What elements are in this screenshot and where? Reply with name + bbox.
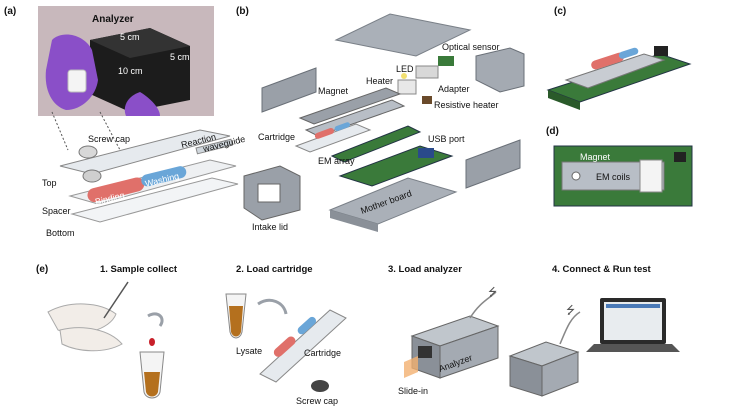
load-analyzer-illustration: ⭍	[404, 286, 500, 379]
layer-top	[59, 129, 231, 175]
label-intake-lid: Intake lid	[252, 222, 288, 232]
laptop-base	[586, 344, 680, 352]
usb-cable-3	[469, 291, 497, 319]
step-2-title: 2. Load cartridge	[236, 264, 313, 275]
optical-sensor	[438, 56, 454, 66]
arrow-2	[257, 298, 288, 315]
label-heater: Heater	[366, 76, 393, 86]
analyzer-title: Analyzer	[92, 14, 134, 25]
panel-label-c: (c)	[554, 6, 566, 17]
screw-cap-e	[311, 380, 329, 392]
analyzer-photo	[38, 6, 214, 116]
arrow-1	[147, 312, 164, 327]
assembled-sensor	[654, 46, 668, 56]
label-screw-cap-a: Screw cap	[88, 134, 130, 144]
exploded-analyzer	[243, 13, 525, 232]
label-magnet-b: Magnet	[318, 86, 349, 96]
dim-top: 5 cm	[120, 32, 140, 42]
label-optical-sensor: Optical sensor	[442, 42, 500, 52]
binding-chamber	[87, 177, 145, 203]
resistive-heater	[422, 96, 432, 104]
label-led: LED	[396, 64, 414, 74]
label-spacer: Spacer	[42, 206, 71, 216]
panel-label-a: (a)	[4, 6, 16, 17]
label-em-array: EM array	[318, 156, 355, 166]
dim-side: 5 cm	[170, 52, 190, 62]
panel-label-e: (e)	[36, 264, 48, 275]
label-top: Top	[42, 178, 57, 188]
label-screw-cap-e: Screw cap	[296, 396, 338, 406]
label-cartridge-e: Cartridge	[304, 348, 341, 358]
em-coil-board	[553, 145, 693, 207]
cartridge-exploded	[59, 129, 239, 223]
slide-in-arrow	[404, 356, 418, 378]
washing-chamber	[141, 166, 187, 187]
adapter	[415, 65, 439, 79]
assembled-device	[546, 46, 692, 110]
blood-drop	[149, 338, 155, 346]
usb-port	[418, 148, 434, 158]
panel-label-b: (b)	[236, 6, 249, 17]
heater	[397, 79, 417, 95]
d-magnet	[571, 171, 581, 181]
back-panel	[475, 47, 525, 93]
led	[401, 73, 407, 79]
label-cartridge-b: Cartridge	[258, 132, 295, 142]
label-em-coils: EM coils	[596, 172, 631, 182]
label-slide-in: Slide-in	[398, 386, 428, 396]
dim-len: 10 cm	[118, 66, 143, 76]
step-3-title: 3. Load analyzer	[388, 264, 462, 275]
label-bottom: Bottom	[46, 228, 75, 238]
side-panel-right	[465, 139, 521, 189]
cartridge-cap	[67, 69, 87, 93]
side-panel-left	[261, 67, 317, 113]
layer-bottom	[70, 177, 239, 223]
usb-cable-4	[559, 311, 581, 345]
label-lysate: Lysate	[236, 346, 262, 356]
base-plate	[328, 177, 458, 225]
step-1-title: 1. Sample collect	[100, 264, 178, 275]
cartridge-e	[259, 309, 347, 383]
step-4-title: 4. Connect & Run test	[552, 264, 652, 275]
waveguide	[195, 138, 233, 155]
assembled-carriage	[564, 53, 666, 89]
magnet-carriage	[298, 87, 402, 125]
top-plate	[334, 13, 472, 57]
label-resistive-heater: Resistive heater	[434, 100, 499, 110]
em-array	[330, 125, 422, 163]
label-usb-port: USB port	[428, 134, 465, 144]
lancet	[103, 281, 129, 319]
label-magnet-d: Magnet	[580, 152, 611, 162]
tube-liquid	[144, 372, 160, 397]
label-adapter: Adapter	[438, 84, 470, 94]
usb-icon-3: ⭍	[488, 286, 497, 299]
hand-right	[59, 327, 123, 352]
sample-collect-illustration	[47, 281, 165, 399]
connect-run-illustration: ⭍	[508, 298, 680, 397]
panel-label-d: (d)	[546, 126, 559, 137]
load-cartridge-illustration	[225, 293, 347, 392]
usb-icon-4: ⭍	[566, 304, 575, 317]
cartridge-b	[294, 123, 372, 153]
screw-cap	[78, 145, 98, 159]
